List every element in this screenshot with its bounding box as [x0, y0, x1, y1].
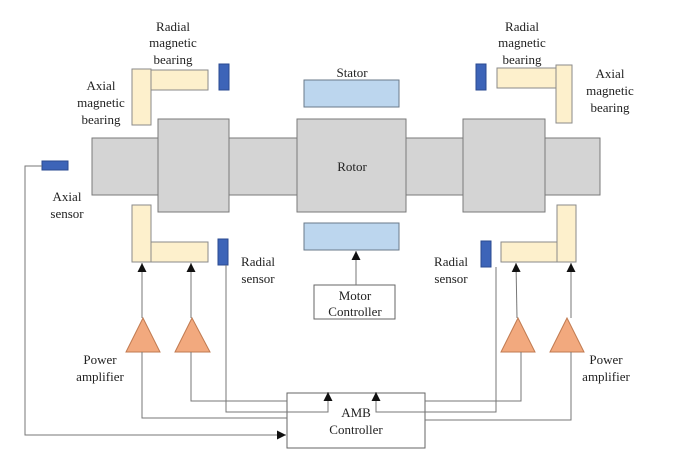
radial-bearing-right-top [496, 67, 557, 89]
rotor [296, 118, 407, 213]
amb-controller-box [286, 392, 426, 449]
radial-bearing-right-bottom [500, 241, 558, 263]
rotor-hub-right [462, 118, 546, 213]
axial-bearing-right-top [555, 64, 573, 124]
power-amplifier-2 [174, 316, 211, 353]
radial-sensor-left-top [218, 63, 230, 91]
radial-sensor-right-bottom [480, 240, 492, 268]
stator-top [303, 79, 400, 108]
stator-bottom [303, 222, 400, 251]
label-stator: Stator [336, 65, 368, 80]
wires [24, 165, 576, 440]
power-amplifier-1 [125, 316, 161, 353]
label-rotor: Rotor [337, 159, 367, 174]
axial-bearing-left-top [131, 68, 152, 126]
radial-bearing-left-bottom [150, 241, 209, 263]
radial-bearing-left-top [150, 69, 209, 91]
rotor-hub-left [157, 118, 230, 213]
motor-controller-box [313, 284, 396, 320]
axial-sensor [41, 160, 69, 171]
radial-sensor-left-bottom [217, 238, 229, 266]
power-amplifier-3 [500, 316, 536, 353]
axial-bearing-right-bottom [556, 204, 577, 263]
axial-bearing-left-bottom [131, 204, 152, 263]
power-amplifier-4 [549, 316, 585, 353]
radial-sensor-right-top [475, 63, 487, 91]
